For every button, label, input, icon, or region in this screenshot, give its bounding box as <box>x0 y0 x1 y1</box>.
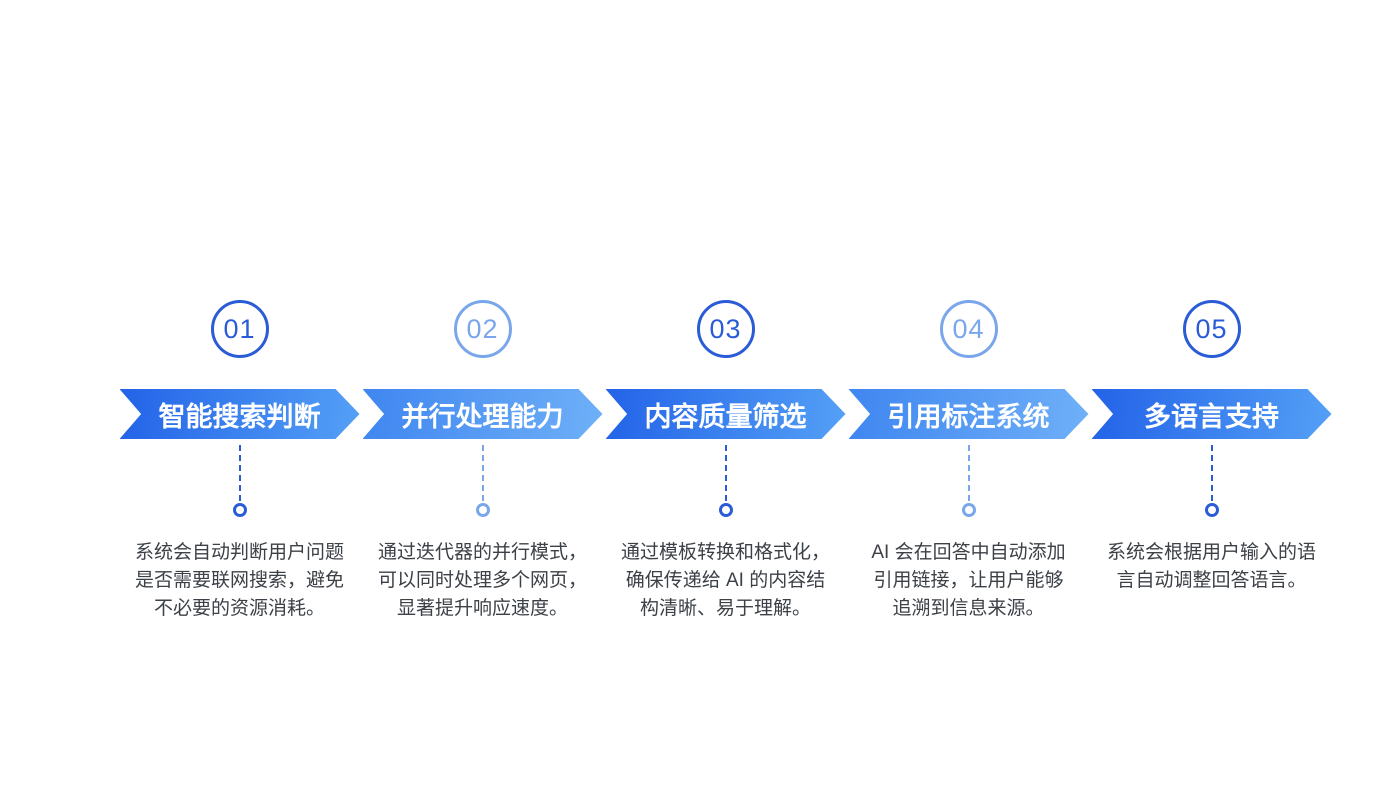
step-number-badge: 03 <box>696 300 755 358</box>
step-item-4: 04 引用标注系统 AI 会在回答中自动添加 引用链接，让用户能够 追溯到信息来… <box>847 300 1090 623</box>
connector-dot <box>475 503 490 517</box>
description-line: 引用链接，让用户能够 <box>873 570 1064 591</box>
step-title: 引用标注系统 <box>887 401 1050 432</box>
step-number: 02 <box>466 313 499 344</box>
step-description: 系统会根据用户输入的语 言自动调整回答语言。 <box>1085 539 1339 595</box>
step-number-badge: 02 <box>453 300 512 358</box>
step-number: 05 <box>1195 313 1228 344</box>
step-item-5: 05 多语言支持 系统会根据用户输入的语 言自动调整回答语言。 <box>1090 300 1333 623</box>
step-title-banner: 多语言支持 <box>1091 389 1332 439</box>
description-line: AI 会在回答中自动添加 <box>871 542 1066 563</box>
connector-line <box>481 445 484 501</box>
description-line: 可以同时处理多个网页， <box>377 570 587 591</box>
step-number-badge: 04 <box>939 300 998 358</box>
step-title: 多语言支持 <box>1144 401 1279 432</box>
description-line: 是否需要联网搜索，避免 <box>134 570 344 591</box>
step-description: 系统会自动判断用户问题 是否需要联网搜索，避免 不必要的资源消耗。 <box>113 539 367 623</box>
step-number: 03 <box>709 313 742 344</box>
description-line: 追溯到信息来源。 <box>892 598 1045 619</box>
step-title-banner: 内容质量筛选 <box>605 389 846 439</box>
step-number-badge: 05 <box>1182 300 1241 358</box>
connector-line <box>1210 445 1213 501</box>
description-line: 系统会自动判断用户问题 <box>134 542 344 563</box>
connector-dot <box>232 503 247 517</box>
description-line: 显著提升响应速度。 <box>396 598 568 619</box>
connector-dot <box>718 503 733 517</box>
step-title: 内容质量筛选 <box>644 401 807 432</box>
step-description: 通过模板转换和格式化， 确保传递给 AI 的内容结 构清晰、易于理解。 <box>599 539 853 623</box>
description-line: 构清晰、易于理解。 <box>639 598 811 619</box>
step-item-1: 01 智能搜索判断 系统会自动判断用户问题 是否需要联网搜索，避免 不必要的资源… <box>118 300 361 623</box>
step-title: 并行处理能力 <box>401 401 564 432</box>
description-line: 言自动调整回答语言。 <box>1116 570 1307 591</box>
connector-line <box>967 445 970 501</box>
step-description: AI 会在回答中自动添加 引用链接，让用户能够 追溯到信息来源。 <box>842 539 1096 623</box>
description-line: 通过模板转换和格式化， <box>620 542 830 563</box>
step-title-banner: 智能搜索判断 <box>119 389 360 439</box>
description-line: 不必要的资源消耗。 <box>153 598 325 619</box>
connector-line <box>724 445 727 501</box>
step-number: 04 <box>952 313 985 344</box>
step-title: 智能搜索判断 <box>158 401 321 432</box>
step-item-3: 03 内容质量筛选 通过模板转换和格式化， 确保传递给 AI 的内容结 构清晰、… <box>604 300 847 623</box>
step-item-2: 02 并行处理能力 通过迭代器的并行模式， 可以同时处理多个网页， 显著提升响应… <box>361 300 604 623</box>
step-title-banner: 引用标注系统 <box>848 389 1089 439</box>
step-number-badge: 01 <box>210 300 269 358</box>
description-line: 系统会根据用户输入的语 <box>1106 542 1316 563</box>
description-line: 通过迭代器的并行模式， <box>377 542 587 563</box>
connector-line <box>238 445 241 501</box>
process-diagram: 01 智能搜索判断 系统会自动判断用户问题 是否需要联网搜索，避免 不必要的资源… <box>118 300 1333 623</box>
step-title-banner: 并行处理能力 <box>362 389 603 439</box>
description-line: 确保传递给 AI 的内容结 <box>625 570 826 591</box>
step-number: 01 <box>223 313 256 344</box>
connector-dot <box>961 503 976 517</box>
connector-dot <box>1204 503 1219 517</box>
step-description: 通过迭代器的并行模式， 可以同时处理多个网页， 显著提升响应速度。 <box>356 539 610 623</box>
